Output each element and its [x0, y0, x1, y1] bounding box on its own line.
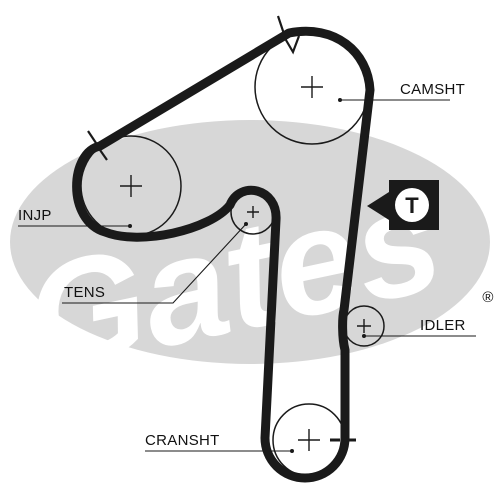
badge-circle: [395, 188, 429, 222]
registered-mark: ®: [482, 289, 493, 306]
idler-label: IDLER: [420, 317, 466, 334]
camshaft-timing-arrow: [282, 34, 301, 55]
idler-leader-dot: [362, 334, 366, 338]
idler-center-mark: [357, 319, 371, 333]
timing-belt: [72, 26, 375, 483]
crankshaft-leader-dot: [290, 449, 294, 453]
tensioner-center-mark: [247, 206, 259, 218]
injection-pump-center-mark: [120, 175, 142, 197]
injection-pump-timing-mark-inner: [99, 149, 108, 161]
badge-pointer: [367, 192, 389, 220]
injection-pump-leader-dot: [128, 224, 132, 228]
tensioner-leader-dot: [244, 222, 248, 226]
camshaft-center-mark: [301, 76, 323, 98]
tensioner-label: TENS: [64, 284, 105, 301]
tensioner-leader: [62, 223, 247, 304]
injection-pump-label: INJP: [18, 207, 52, 224]
crankshaft-label: CRANSHT: [145, 432, 220, 449]
tensioner-badge: T: [367, 180, 439, 230]
crankshaft-center-mark: [298, 429, 320, 451]
camshaft-leader-dot: [338, 98, 342, 102]
camshaft-label: CAMSHT: [400, 81, 465, 98]
badge-letter: T: [405, 193, 419, 218]
injection-pump-timing-mark-outer: [87, 130, 97, 144]
